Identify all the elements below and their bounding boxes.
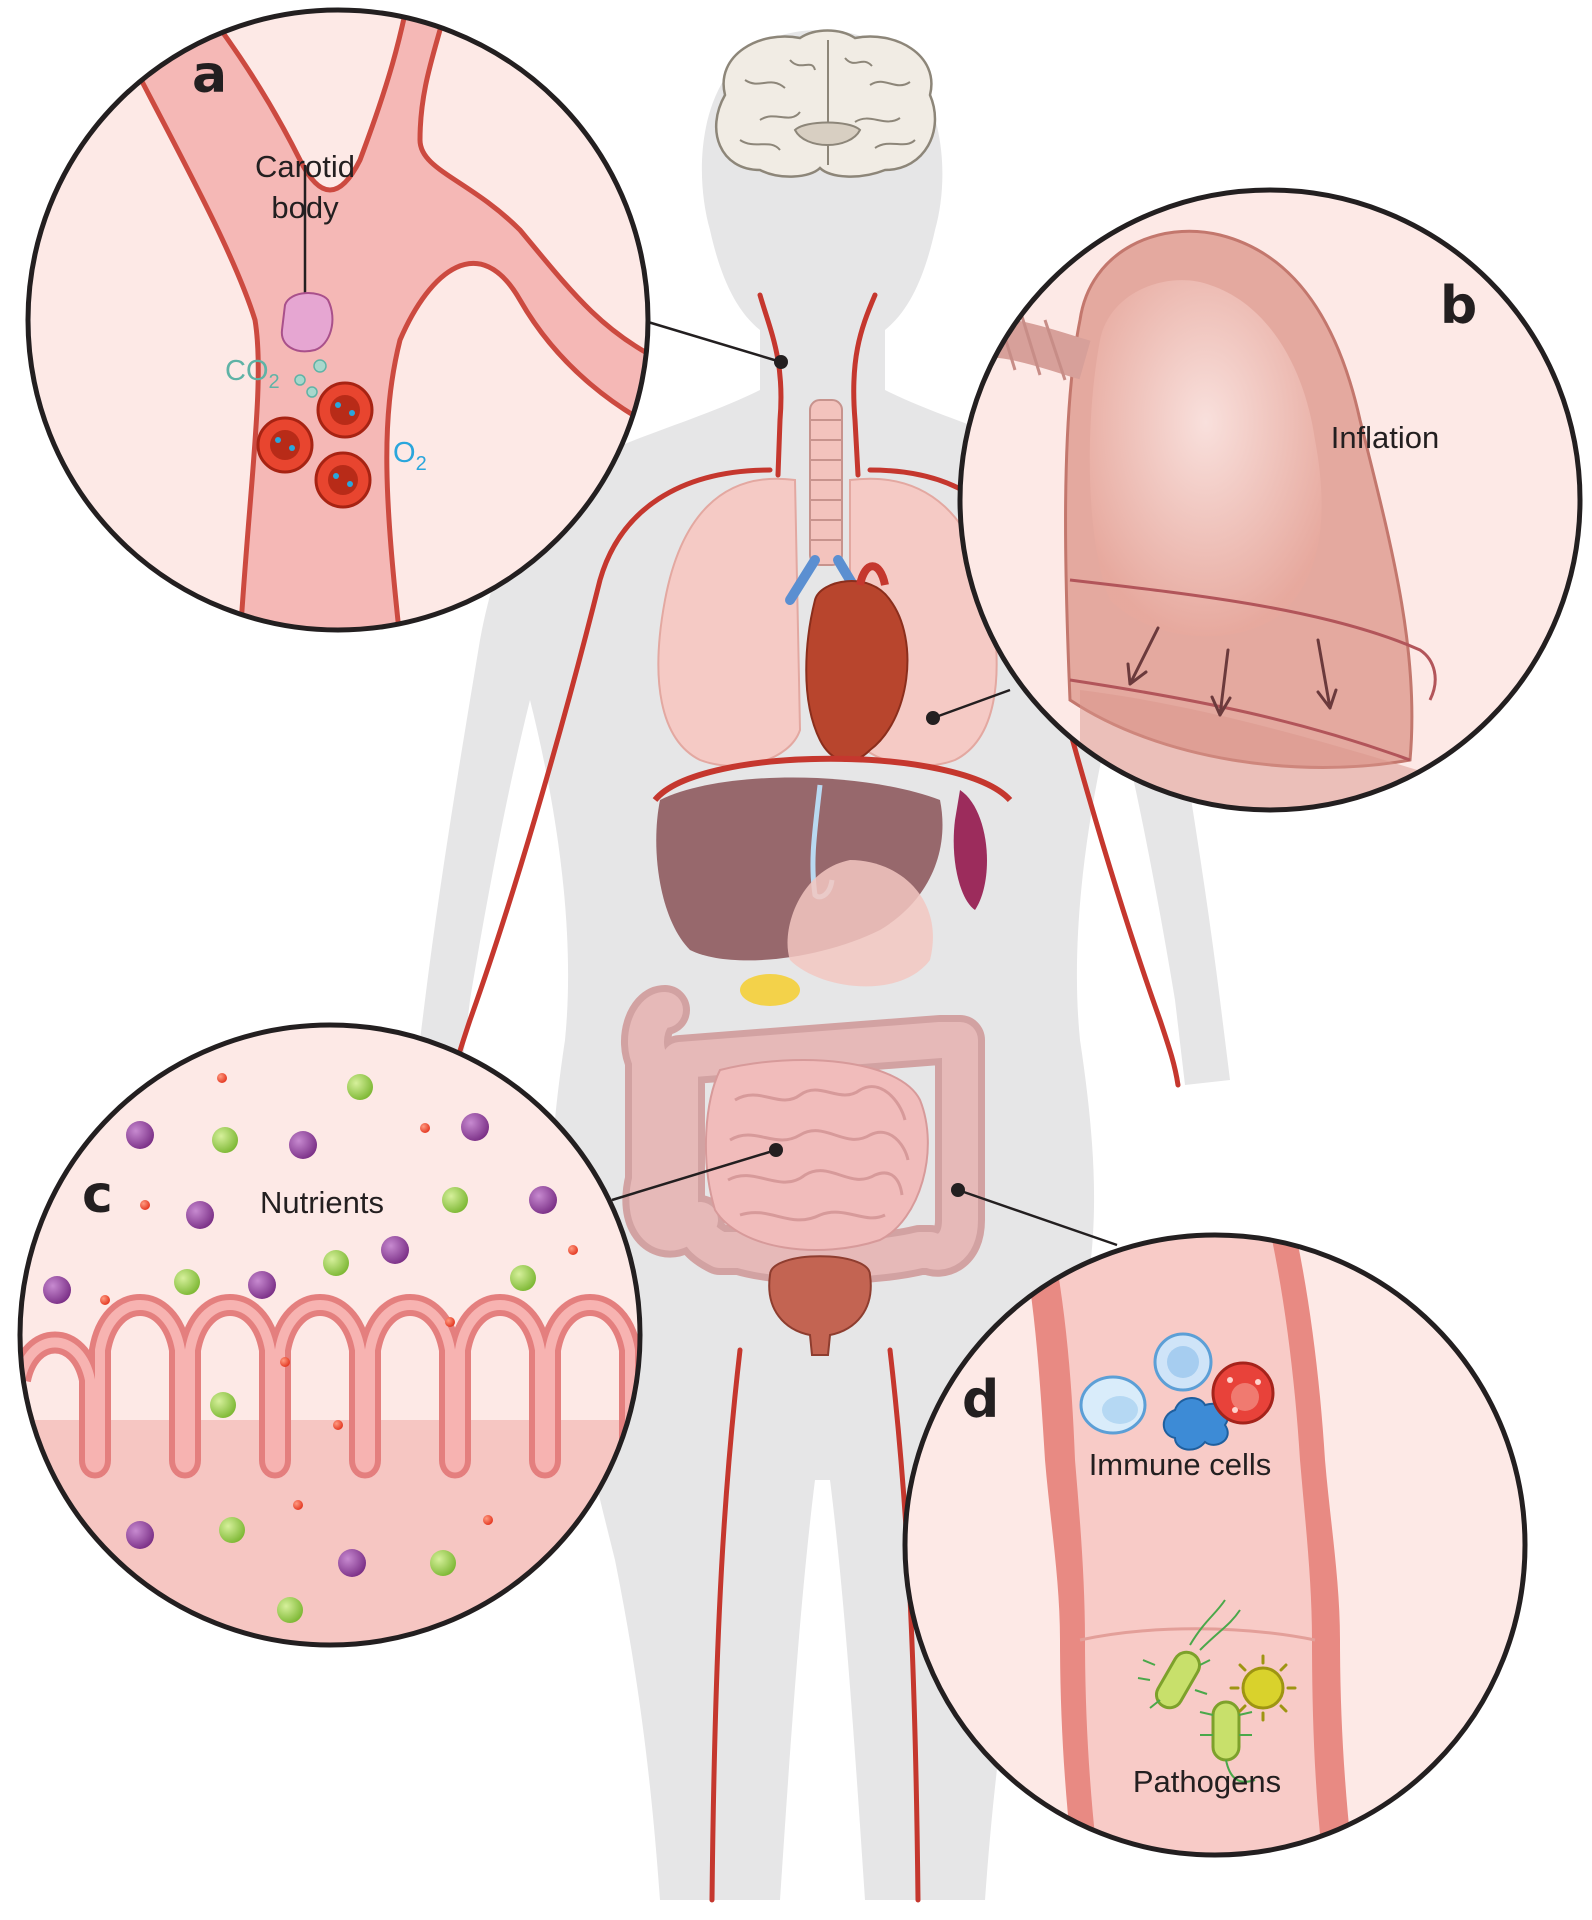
panel-b: b Inflation: [957, 187, 1583, 813]
immune-cells-label: Immune cells: [1089, 1447, 1272, 1482]
inflation-label: Inflation: [1331, 420, 1440, 455]
panel-a: a Carotid body CO2 O2: [25, 7, 651, 633]
nutrient-particles: [43, 1073, 578, 1623]
nutrients-label: Nutrients: [260, 1185, 384, 1220]
pathogens-label: Pathogens: [1133, 1764, 1281, 1799]
panel-letter-d: d: [962, 1370, 999, 1430]
intestine-icon: [621, 985, 985, 1285]
diaphragm: [652, 755, 1013, 803]
panel-letter-c: c: [82, 1165, 113, 1225]
carotid-label-line1: Carotid: [255, 149, 355, 184]
leader-dot-a: [774, 355, 788, 369]
virus-icon: [1229, 1654, 1297, 1722]
leader-dot-d: [951, 1183, 965, 1197]
bladder-icon: [768, 1255, 872, 1356]
o2-label: O2: [393, 437, 427, 475]
red-blood-cell-icon: [256, 381, 374, 509]
bacteria-icon: [1137, 1599, 1256, 1783]
carotid-label-line2: body: [271, 190, 339, 225]
panel-d: d Immune cells Pathogens: [902, 1232, 1528, 1858]
carotid-body-icon: [280, 292, 334, 353]
panel-letter-a: a: [192, 45, 227, 105]
leader-dot-b: [926, 711, 940, 725]
immune-cell-icon: [1079, 1332, 1275, 1451]
leader-lines: [611, 320, 1118, 1247]
leader-dot-c: [769, 1143, 783, 1157]
brain-icon: [715, 29, 937, 178]
co2-label: CO2: [225, 355, 280, 393]
liver-icon: [656, 777, 987, 1006]
down-arrows: [1126, 626, 1338, 717]
gas-bubbles: [294, 359, 327, 398]
heart-icon: [805, 562, 909, 762]
panel-letter-b: b: [1440, 276, 1477, 336]
